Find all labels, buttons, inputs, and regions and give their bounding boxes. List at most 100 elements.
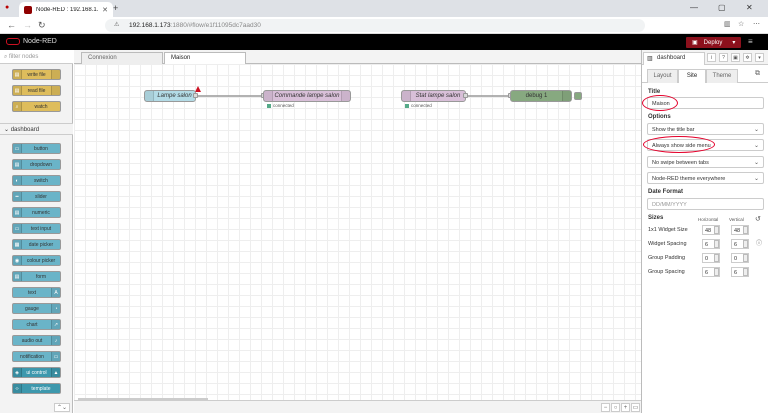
favorites-icon[interactable]: ☆ (738, 21, 745, 28)
flow-node-commande-lampe-salon[interactable]: Commande lampe salon (263, 90, 351, 102)
url-field[interactable]: ⚠ 192.168.1.173:1880/#flow/e1f11095dc7aa… (105, 19, 645, 32)
flow-canvas[interactable]: Lampe salon Commande lampe salon connect… (74, 64, 641, 400)
text-input-icon: ▭ (13, 224, 22, 233)
gear-icon[interactable]: ✲ (743, 53, 752, 62)
group-spacing-vertical-input[interactable]: 6 (731, 267, 749, 277)
output-port[interactable] (463, 93, 468, 98)
palette-node-read-file[interactable]: ▤ read file (12, 85, 61, 96)
watch-icon: ⌕ (13, 102, 22, 111)
title-bar-select[interactable]: Show the title bar⌄ (647, 123, 764, 135)
palette-node-colour-picker[interactable]: ◉colour picker (12, 255, 61, 266)
palette-node-label: numeric (32, 209, 50, 216)
browser-tab[interactable]: Node-RED : 192.168.1.173 ✕ (19, 2, 113, 17)
minimize-button[interactable]: — (690, 3, 698, 12)
theme-select[interactable]: Node-RED theme everywhere⌄ (647, 172, 764, 184)
stepper-icon[interactable] (743, 240, 748, 248)
more-icon[interactable]: ⋯ (753, 21, 760, 28)
reload-icon[interactable]: ↻ (38, 20, 46, 30)
horizontal-scrollbar[interactable] (78, 398, 208, 400)
forward-icon[interactable]: → (23, 20, 32, 30)
group-spacing-horizontal-input[interactable]: 6 (702, 267, 720, 277)
palette-node-numeric[interactable]: ▤numeric (12, 207, 61, 218)
open-dashboard-icon[interactable]: ⧉ (755, 70, 760, 77)
app-name: Node-RED (23, 38, 57, 45)
sidebar-tab-dashboard[interactable]: ▥ dashboard (643, 52, 705, 65)
palette-node-ui-control[interactable]: ◈ui control▲ (12, 367, 61, 378)
palette-node-notification[interactable]: notification▭ (12, 351, 61, 362)
debug-toggle-button[interactable] (574, 92, 582, 100)
size-value: 48 (734, 228, 741, 234)
title-section-label: Title (648, 89, 661, 95)
output-port[interactable] (193, 93, 198, 98)
palette-node-chart[interactable]: chart↗ (12, 319, 61, 330)
palette-node-form[interactable]: ▤form (12, 271, 61, 282)
palette-node-write-file[interactable]: ▤ write file (12, 69, 61, 80)
navigator-button[interactable]: ▭ (631, 403, 640, 412)
stepper-icon[interactable] (714, 226, 719, 234)
palette-node-dropdown[interactable]: ▤dropdown (12, 159, 61, 170)
flow-node-debug-1[interactable]: debug 1 (510, 90, 572, 102)
sidebar-toggle-icon[interactable]: ▥ (724, 21, 731, 28)
tab-theme[interactable]: Theme (706, 69, 738, 83)
back-icon[interactable]: ← (7, 20, 16, 30)
palette-scroll-buttons[interactable]: ⌃⌄ (54, 403, 70, 412)
info-icon[interactable]: ⓘ (756, 241, 763, 247)
tab-layout[interactable]: Layout (647, 69, 678, 83)
widget-size-horizontal-input[interactable]: 48 (702, 225, 720, 235)
zoom-reset-button[interactable]: ○ (611, 403, 620, 412)
swipe-select[interactable]: No swipe between tabs⌄ (647, 156, 764, 168)
lock-icon[interactable]: ▣ (731, 53, 740, 62)
deploy-button[interactable]: ▣ Deploy ▾ (686, 37, 741, 48)
address-bar: ← → ↻ ⚠ 192.168.1.173:1880/#flow/e1f1109… (0, 17, 768, 34)
stepper-icon[interactable] (743, 268, 748, 276)
palette-node-button[interactable]: ▭button (12, 143, 61, 154)
browser-menu-icon[interactable]: ● (5, 4, 10, 11)
close-window-button[interactable]: ✕ (746, 3, 753, 12)
widget-spacing-vertical-input[interactable]: 6 (731, 239, 749, 249)
chevron-down-icon[interactable]: ▾ (755, 53, 764, 62)
palette-node-slider[interactable]: ━slider (12, 191, 61, 202)
palette-node-switch[interactable]: ◐switch (12, 175, 61, 186)
help-icon[interactable]: ? (719, 53, 728, 62)
size-row-label: Widget Spacing (648, 241, 687, 247)
chevron-down-icon[interactable]: ▾ (732, 40, 736, 46)
stepper-icon[interactable] (714, 268, 719, 276)
close-tab-icon[interactable]: ✕ (102, 6, 108, 14)
widget-spacing-horizontal-input[interactable]: 6 (702, 239, 720, 249)
flow-node-stat-lampe-salon[interactable]: Stat lampe salon (401, 90, 466, 102)
palette-node-watch[interactable]: ⌕ watch (12, 101, 61, 112)
stepper-icon[interactable] (714, 240, 719, 248)
filter-nodes-input[interactable]: ⌕ filter nodes (0, 50, 73, 64)
palette-node-template[interactable]: ‹›template (12, 383, 61, 394)
group-padding-horizontal-input[interactable]: 0 (702, 253, 720, 263)
palette-category-dashboard[interactable]: ⌄ dashboard (0, 123, 73, 135)
palette-node-date-picker[interactable]: ▦date picker (12, 239, 61, 250)
stepper-icon[interactable] (743, 226, 748, 234)
palette-node-label: template (31, 385, 51, 392)
widget-size-vertical-input[interactable]: 48 (731, 225, 749, 235)
tab-connexion[interactable]: Connexion (81, 52, 163, 64)
file-icon: ▤ (13, 70, 22, 79)
maximize-button[interactable]: ▢ (718, 3, 726, 12)
info-icon[interactable]: i (707, 53, 716, 62)
flow-node-label: debug 1 (525, 93, 548, 99)
tab-site[interactable]: Site (678, 69, 706, 83)
palette-node-text-input[interactable]: ▭text input (12, 223, 61, 234)
palette-node-gauge[interactable]: gauge◔ (12, 303, 61, 314)
stepper-icon[interactable] (743, 254, 748, 262)
size-value: 6 (705, 270, 709, 276)
tab-maison[interactable]: Maison (164, 52, 246, 65)
subtab-label: Site (686, 73, 698, 79)
reset-sizes-icon[interactable]: ↺ (755, 216, 761, 223)
date-format-field[interactable]: DD/MM/YYYY (647, 198, 764, 210)
flow-node-lampe-salon[interactable]: Lampe salon (144, 90, 196, 102)
palette-node-audio-out[interactable]: audio out♪ (12, 335, 61, 346)
status-dot-icon (267, 103, 271, 108)
zoom-out-button[interactable]: − (601, 403, 610, 412)
main-menu-icon[interactable]: ≡ (748, 37, 753, 46)
zoom-in-button[interactable]: + (621, 403, 630, 412)
new-tab-button[interactable]: + (113, 3, 119, 13)
group-padding-vertical-input[interactable]: 0 (731, 253, 749, 263)
stepper-icon[interactable] (714, 254, 719, 262)
